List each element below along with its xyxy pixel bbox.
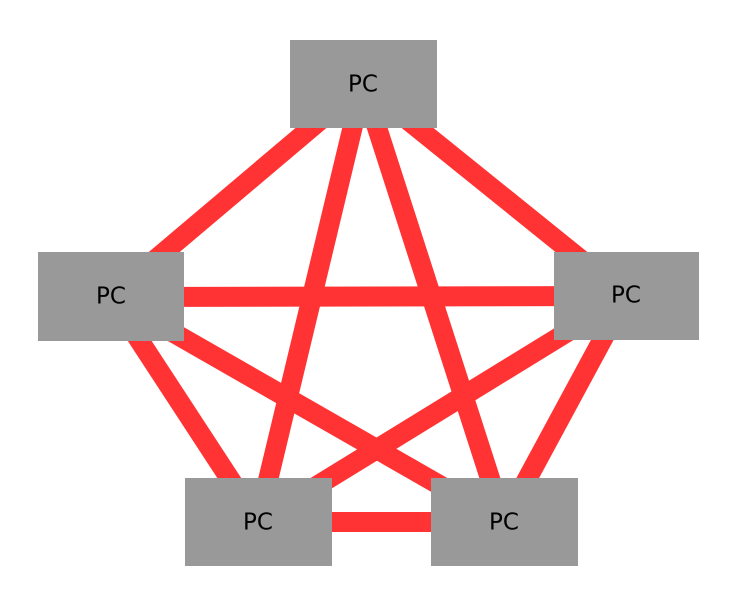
pc-node-label: PC bbox=[243, 510, 273, 536]
pc-node-bottom-left: PC bbox=[185, 478, 332, 566]
pc-node-right: PC bbox=[554, 252, 699, 340]
network-nodes: PC PC PC PC PC bbox=[38, 40, 699, 566]
pc-node-box bbox=[554, 252, 699, 340]
pc-node-box bbox=[431, 478, 578, 566]
pc-node-box bbox=[290, 40, 437, 128]
pc-node-label: PC bbox=[96, 284, 126, 310]
link-left-right bbox=[110, 286, 627, 307]
pc-node-box bbox=[185, 478, 332, 566]
network-links bbox=[102, 76, 635, 532]
pc-node-box bbox=[38, 252, 184, 341]
pc-node-left: PC bbox=[38, 252, 184, 341]
pc-node-label: PC bbox=[348, 72, 378, 98]
pc-node-label: PC bbox=[489, 510, 519, 536]
pc-node-bottom-right: PC bbox=[431, 478, 578, 566]
pc-node-label: PC bbox=[611, 283, 641, 309]
pc-node-top: PC bbox=[290, 40, 437, 128]
